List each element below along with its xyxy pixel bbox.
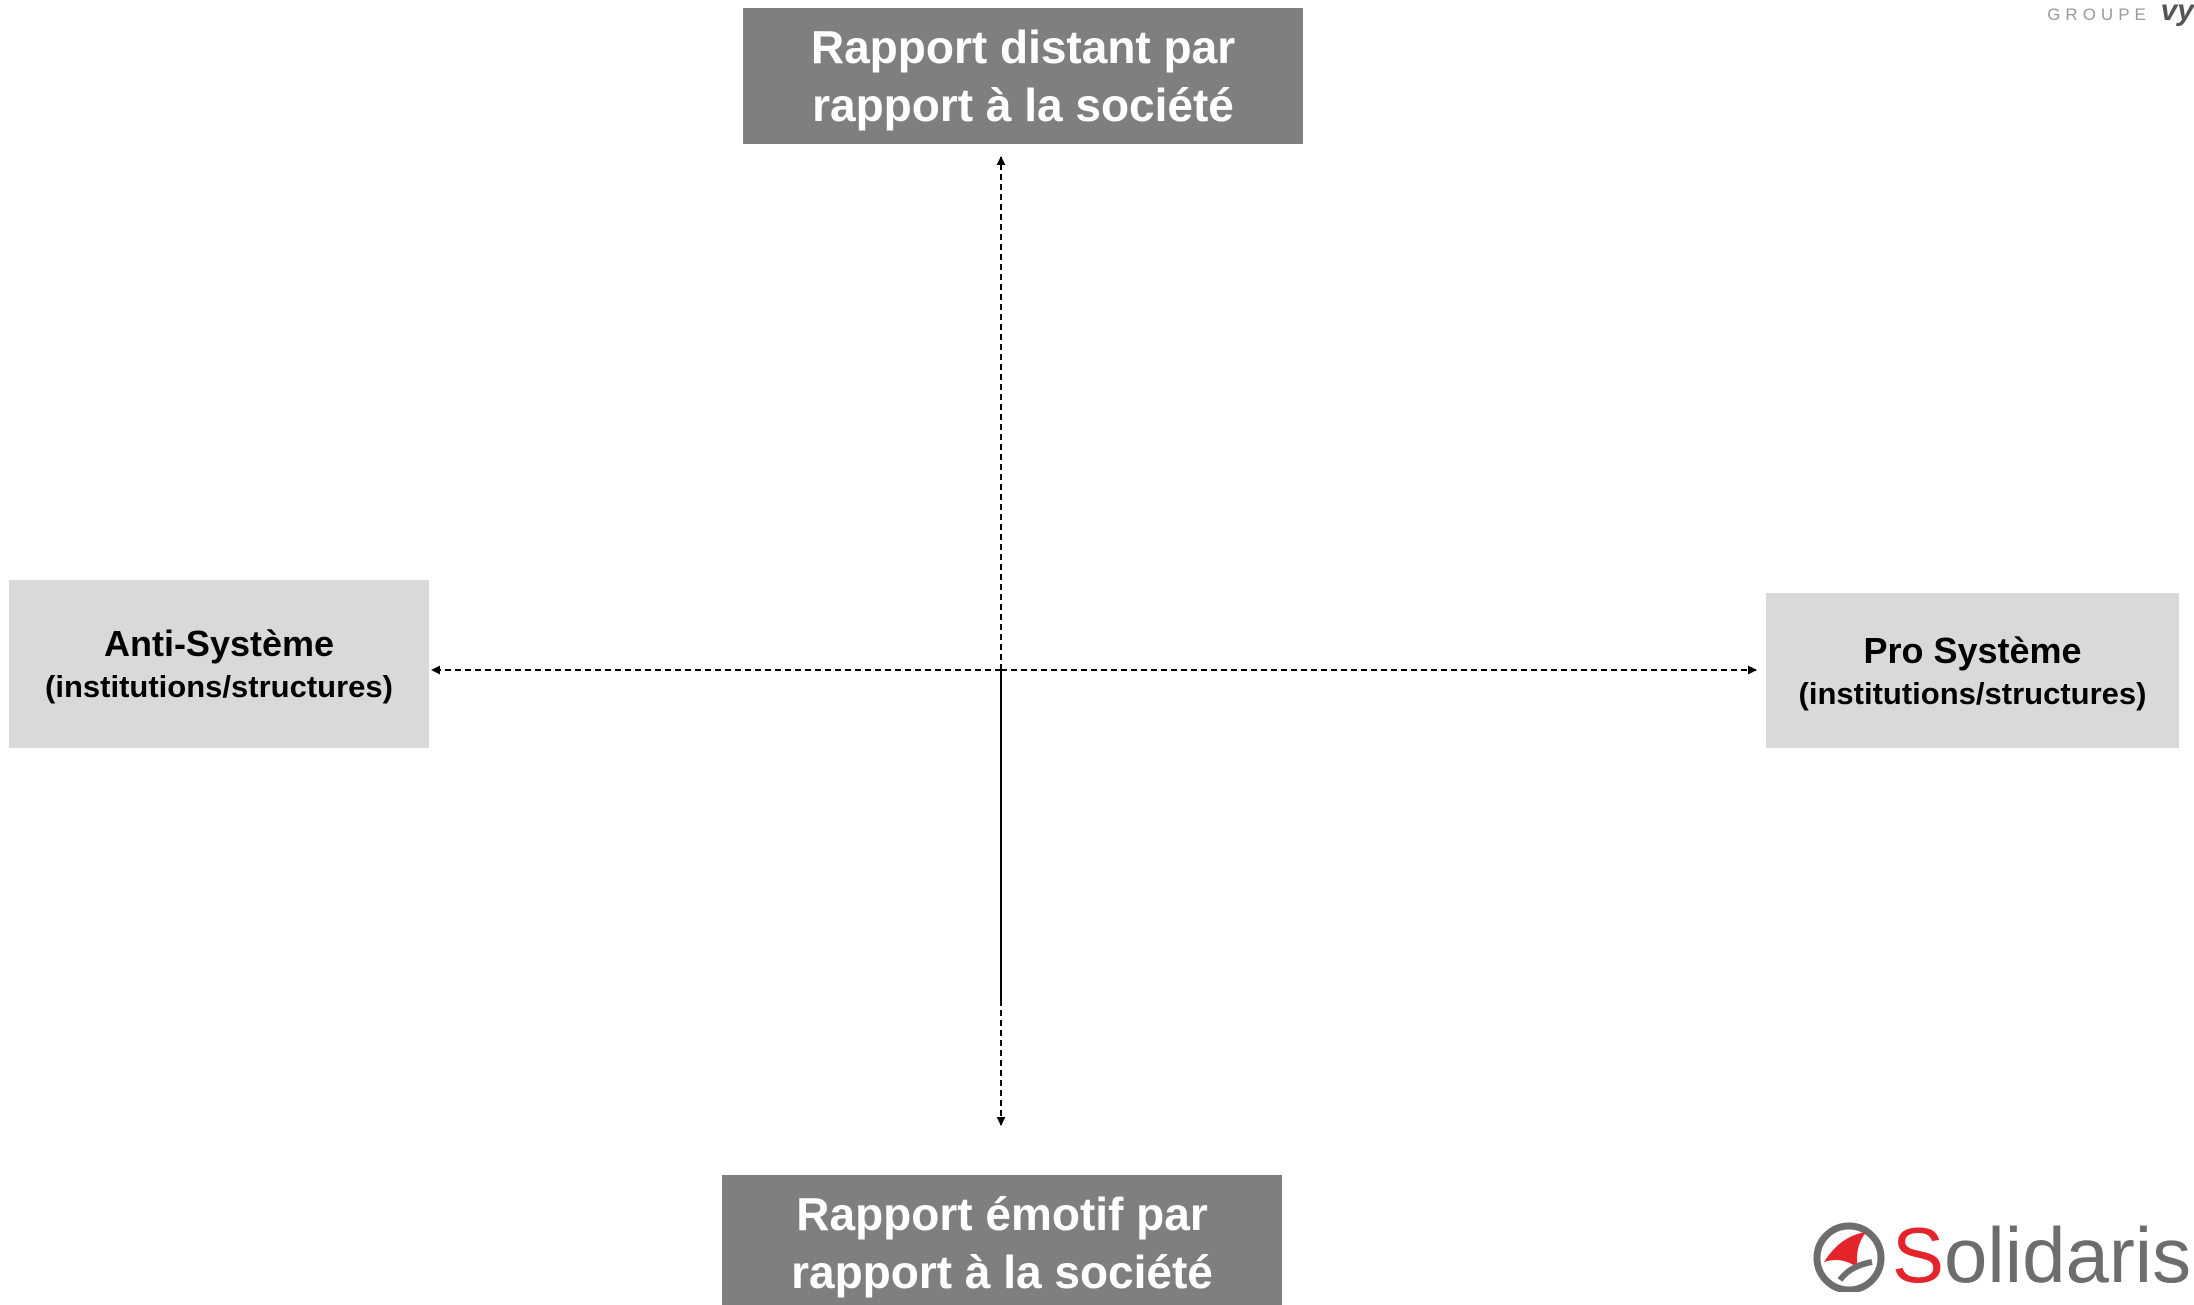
solidaris-logo: Solidaris (1810, 1216, 2191, 1294)
left-axis-label-title: Anti-Système (103, 623, 335, 664)
bottom-axis-label: Rapport émotif par rapport à la société (722, 1175, 1282, 1305)
left-axis-label-subtitle: (institutions/structures) (45, 669, 393, 704)
groupe-logo-prefix: GROUPE (2047, 5, 2151, 24)
solidaris-wordmark-first: S (1892, 1211, 1945, 1299)
groupe-logo-mark: vy (2160, 0, 2194, 27)
right-axis-label: Pro Système (institutions/structures) (1766, 593, 2179, 748)
right-axis-label-subtitle: (institutions/structures) (1798, 675, 2147, 711)
right-axis-label-title: Pro Système (1863, 629, 2082, 671)
bottom-axis-label-line-2: rapport à la société (791, 1246, 1213, 1298)
solidaris-mark-icon (1813, 1222, 1885, 1292)
top-axis-label-line-2: rapport à la société (812, 79, 1234, 131)
groupe-logo: GROUPE vy (2047, 0, 2194, 28)
bottom-axis-label-line-1: Rapport émotif par (796, 1188, 1208, 1240)
solidaris-wordmark-rest: olidaris (1944, 1211, 2192, 1299)
left-axis-label: Anti-Système (institutions/structures) (9, 580, 429, 748)
solidaris-wordmark: Solidaris (1892, 1216, 2191, 1294)
top-axis-label: Rapport distant par rapport à la société (743, 8, 1303, 144)
top-axis-label-line-1: Rapport distant par (810, 21, 1236, 73)
